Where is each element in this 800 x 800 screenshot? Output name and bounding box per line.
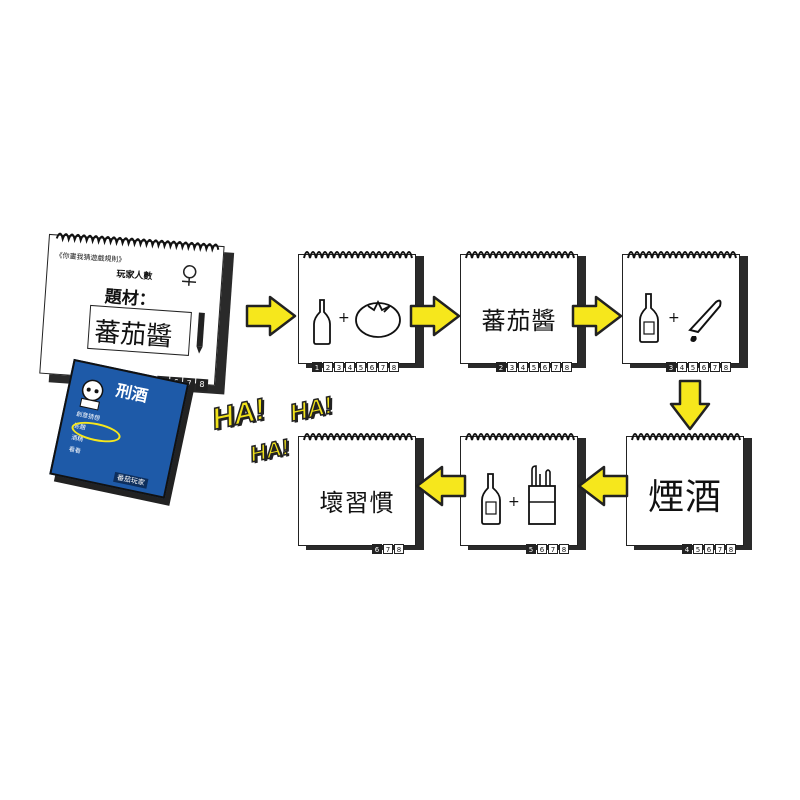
rule-card: 《你畫我猜遊戲規則》 玩家人數 題材： 蕃茄醬 5 6 7 8 [39, 228, 235, 395]
pad-page-tabs: 6 7 8 [372, 544, 405, 555]
drawing-pad-1: + 1 2 3 4 5 6 7 8 [298, 246, 424, 372]
pad-page-tabs: 1 2 3 4 5 6 7 8 [312, 362, 400, 373]
spiral-binding [303, 251, 413, 259]
pencil-icon [196, 312, 205, 354]
arrow-left-icon [415, 465, 467, 507]
laugh-text: HA! [247, 433, 292, 467]
tomato-icon [355, 299, 401, 338]
hooded-figure-icon [79, 379, 104, 411]
players-label: 玩家人數 [116, 269, 153, 283]
drawing-pad-3: + 3 4 5 6 7 8 [622, 246, 748, 372]
bottle-icon [313, 299, 331, 345]
knife-icon [688, 299, 722, 342]
laugh-text: HA! [208, 392, 269, 437]
spiral-binding [55, 232, 220, 253]
topic-word: 蕃茄醬 [93, 317, 174, 353]
arrow-right-icon [409, 295, 461, 337]
laugh-text: HA! [287, 391, 336, 428]
pad-word: 煙酒 [647, 477, 722, 518]
drawing-pad-6: 壞習慣 6 7 8 [298, 428, 424, 554]
spiral-binding [303, 433, 413, 441]
pad-page-tabs: 5 6 7 8 [526, 544, 570, 555]
bottle-icon [639, 293, 659, 343]
drawing-pad-5: + 5 6 7 8 [460, 428, 586, 554]
spiral-binding [627, 251, 737, 259]
pad-page-tabs: 3 4 5 6 7 8 [666, 362, 732, 373]
role-card: 刑酒 創意猜想 答題 酒精 看看 番茄玩家 [49, 358, 194, 506]
cigarette-box-icon [528, 465, 556, 525]
spiral-binding [465, 251, 575, 259]
spiral-binding [465, 433, 575, 441]
drawing-pad-4: 煙酒 4 5 6 7 8 [626, 428, 752, 554]
plus-icon: + [668, 310, 680, 326]
plus-icon: + [338, 310, 350, 326]
pad-page-tabs: 4 5 6 7 8 [682, 544, 737, 555]
spiral-binding [631, 433, 741, 441]
pad-page-tabs: 2 3 4 5 6 7 8 [496, 362, 573, 373]
plus-icon: + [508, 494, 520, 510]
arrow-down-icon [669, 379, 711, 431]
arrow-right-icon [245, 295, 297, 337]
bottle-icon [481, 473, 501, 525]
character-icon [181, 265, 197, 286]
arrow-right-icon [571, 295, 623, 337]
drawing-pad-2: 蕃茄醬 2 3 4 5 6 7 8 [460, 246, 586, 372]
arrow-left-icon [577, 465, 629, 507]
pad-word: 蕃茄醬 [481, 307, 557, 335]
pad-word: 壞習慣 [319, 489, 395, 517]
